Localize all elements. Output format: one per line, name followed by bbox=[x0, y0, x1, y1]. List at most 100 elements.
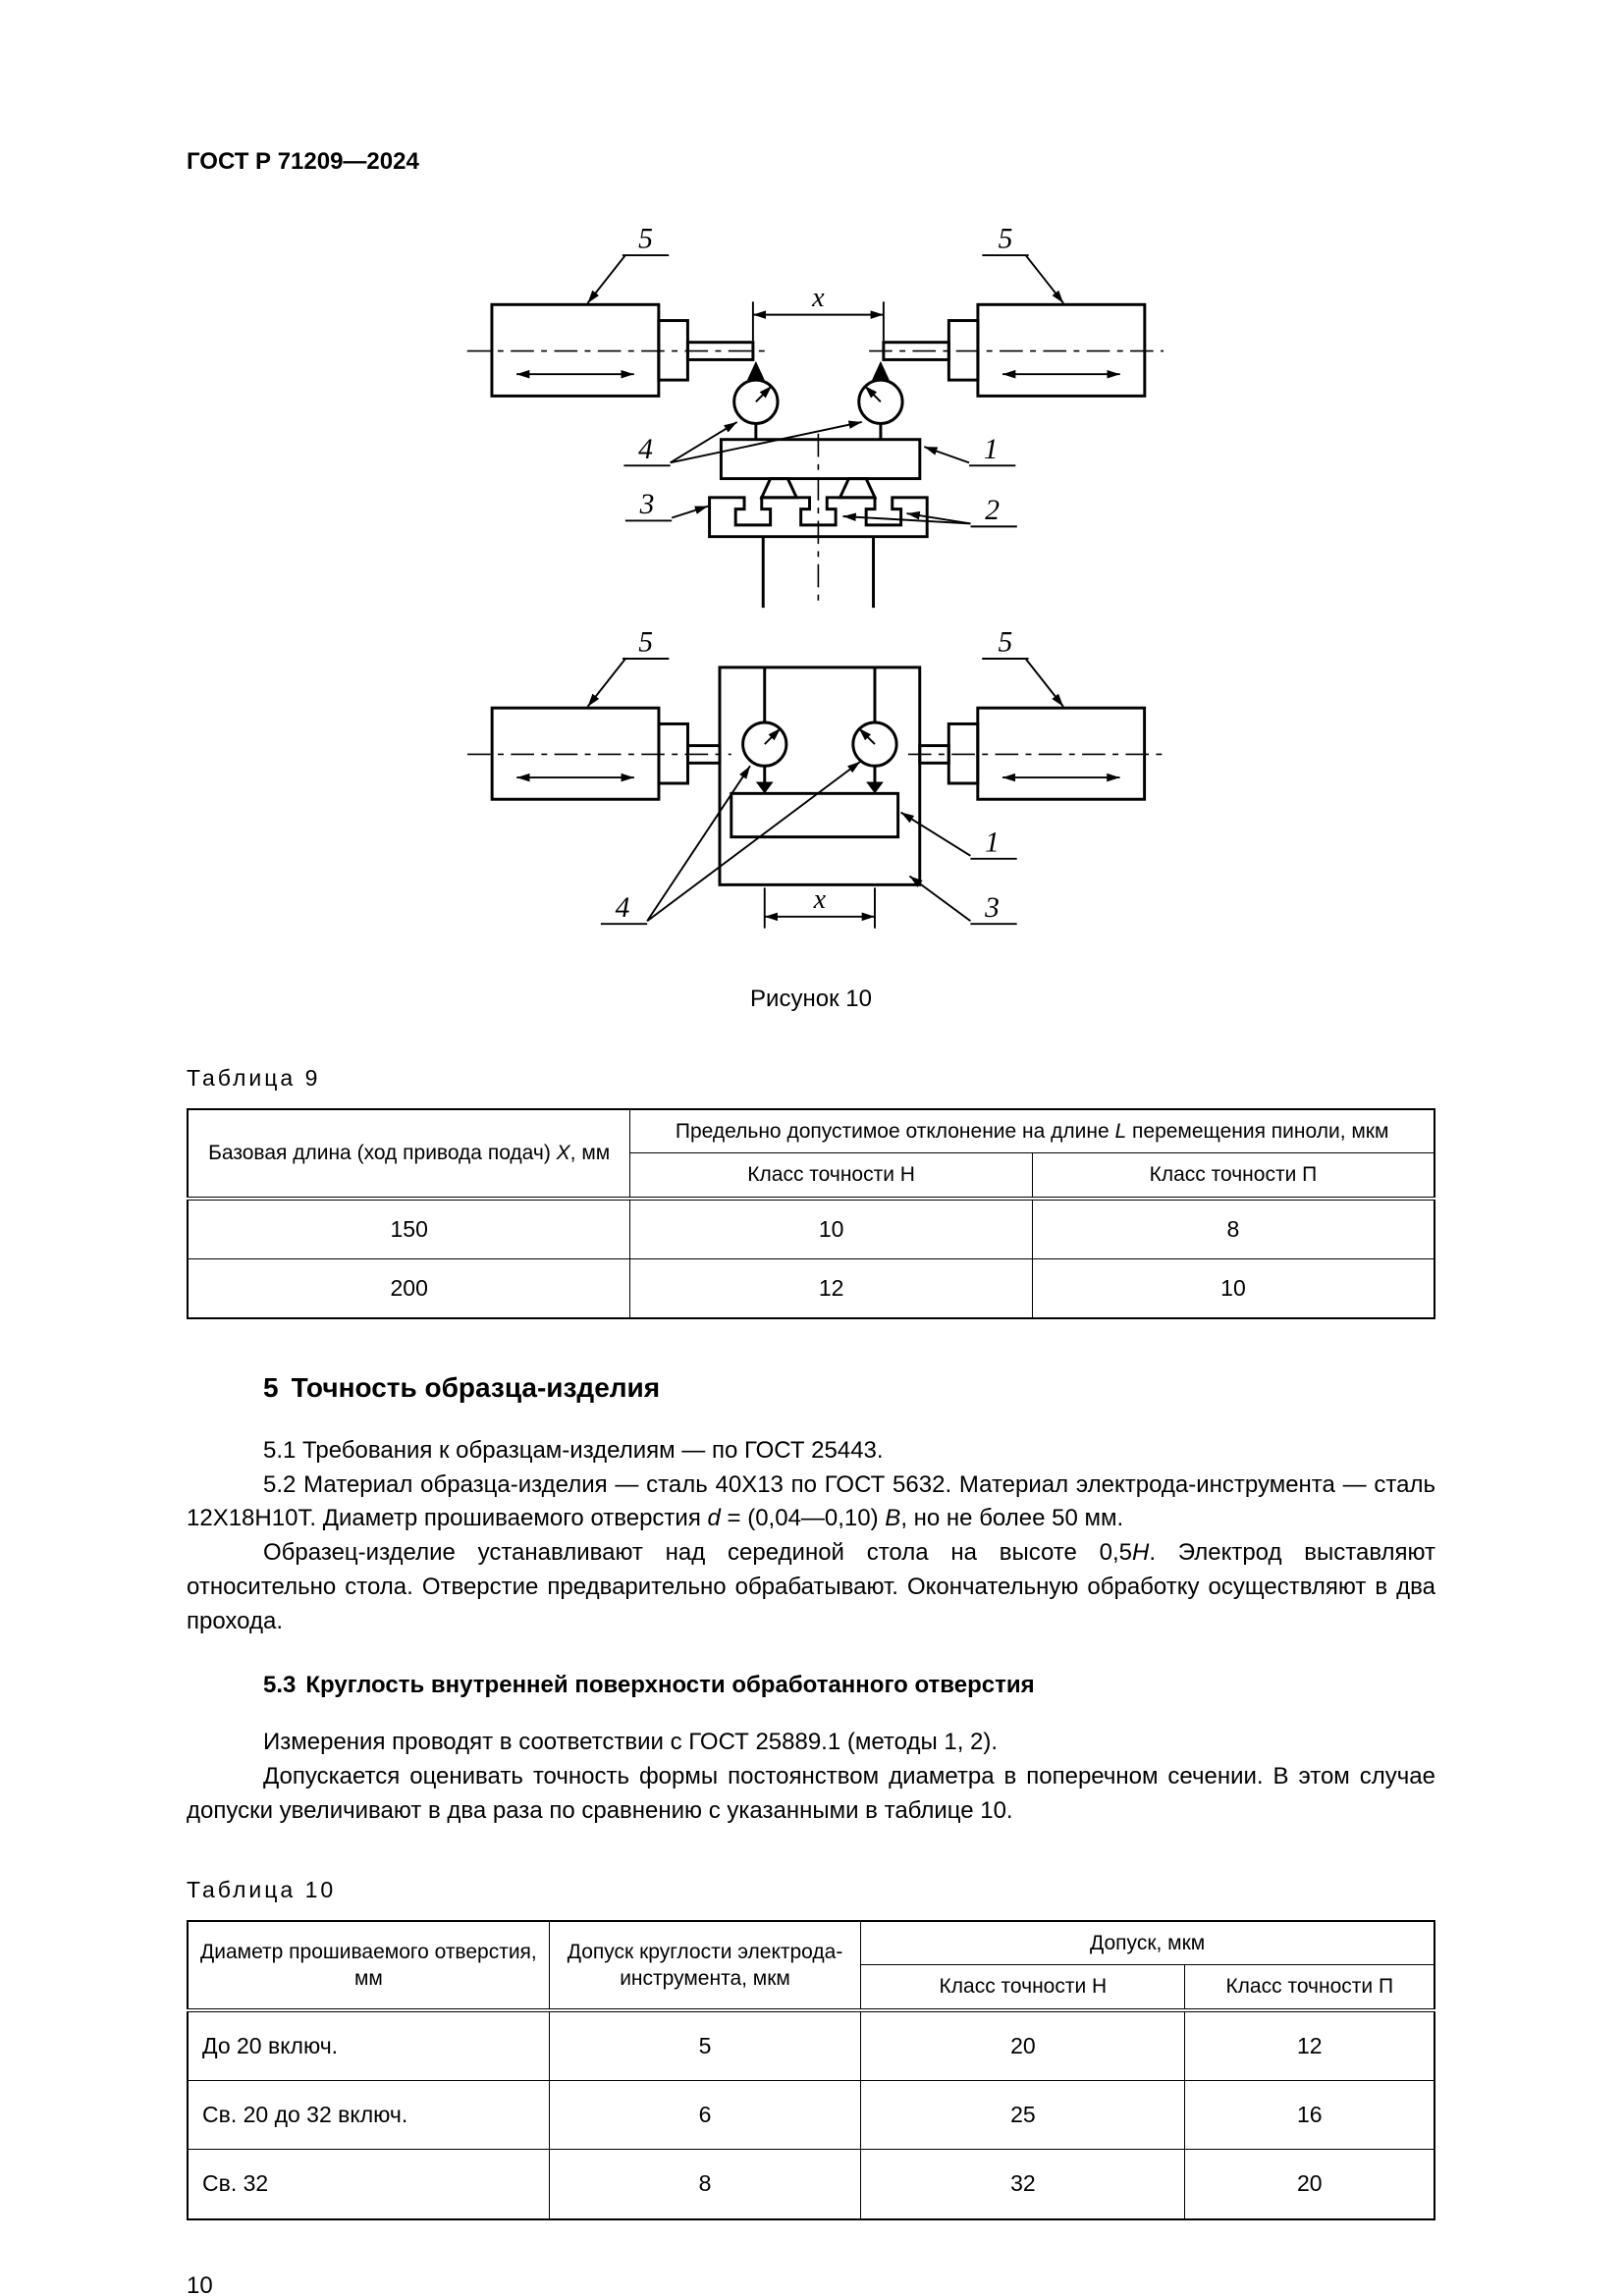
table10-subheader-H: Класс точности Н bbox=[860, 1964, 1186, 2012]
table-cell: 16 bbox=[1184, 2080, 1435, 2151]
table-cell: 8 bbox=[548, 2149, 862, 2220]
section-5-heading: 5 Точность образца-изделия bbox=[187, 1368, 1435, 1409]
label-1-text: 1 bbox=[984, 434, 999, 465]
paragraph-text: = (0,04—0,10) bbox=[720, 1505, 886, 1532]
position-label-4: 4 bbox=[623, 420, 862, 467]
paragraph-text: . Электрод выставляют относительно стола… bbox=[187, 1539, 1435, 1634]
position-label-1: 1 bbox=[923, 434, 1016, 467]
table-cell: 8 bbox=[1031, 1198, 1435, 1259]
section-title: Точность образца-изделия bbox=[291, 1372, 661, 1404]
column bbox=[761, 433, 876, 608]
table10-header-row-2: Класс точности Н Класс точности П bbox=[188, 1964, 1435, 2012]
table10-header-row-1: Диаметр прошиваемого отверстия, мм Допус… bbox=[187, 1920, 1435, 2012]
paragraph-text: Образец-изделие устанавливают над середи… bbox=[263, 1539, 1132, 1567]
label-2-text: 2 bbox=[985, 495, 1000, 526]
table-cell: 200 bbox=[187, 1257, 631, 1319]
table10-subheader-P: Класс точности П bbox=[1184, 1964, 1435, 2012]
label-4-text: 4 bbox=[638, 434, 653, 465]
table-cell: 32 bbox=[860, 2149, 1186, 2220]
table9-label: Таблица 9 bbox=[187, 1064, 321, 1091]
variable-X: X bbox=[556, 1142, 570, 1165]
label-5-text: 5 bbox=[638, 628, 653, 659]
paragraph-5-2: 5.2 Материал образца-изделия — сталь 40Х… bbox=[187, 1468, 1435, 1537]
header-text: Базовая длина (ход привода подач) bbox=[208, 1142, 557, 1165]
table-cell: 25 bbox=[860, 2080, 1186, 2151]
table-row: 150 10 8 bbox=[187, 1198, 1435, 1259]
dial-indicator-left bbox=[741, 667, 788, 794]
workpiece-bar bbox=[719, 438, 922, 480]
page-number: 10 bbox=[187, 2271, 213, 2296]
dial-indicator-left bbox=[732, 360, 780, 440]
table-cell: 12 bbox=[629, 1257, 1033, 1319]
dimension-x-top: x bbox=[751, 283, 885, 342]
position-label-5-right: 5 bbox=[982, 225, 1064, 304]
table9-header-row-1: Базовая длина (ход привода подач) X, мм … bbox=[187, 1108, 1435, 1201]
table9-subheader-H: Класс точности Н bbox=[629, 1152, 1033, 1201]
paragraph-5-3-2: Допускается оценивать точность формы пос… bbox=[187, 1763, 1435, 1824]
left-spindle bbox=[466, 302, 768, 398]
position-label-3: 3 bbox=[624, 489, 709, 522]
figure-10: 5 5 x bbox=[187, 225, 1435, 1017]
table-cell: Св. 32 bbox=[187, 2149, 550, 2220]
table-cell: 12 bbox=[1184, 2009, 1435, 2082]
header-text: , мм bbox=[569, 1142, 611, 1165]
variable-B: В bbox=[885, 1505, 901, 1532]
workpiece-bar bbox=[730, 791, 900, 838]
table9-header-row-2: Класс точности Н Класс точности П bbox=[188, 1152, 1435, 1201]
header-text: перемещения пиноли, мкм bbox=[1126, 1119, 1389, 1143]
table10-col1-header: Диаметр прошиваемого отверстия, мм bbox=[187, 1920, 550, 2012]
label-5-text: 5 bbox=[999, 225, 1013, 255]
table-cell: 10 bbox=[1031, 1257, 1435, 1319]
dial-indicator-right bbox=[857, 360, 904, 440]
dimension-x-label: x bbox=[811, 283, 825, 313]
table9-subheader-P: Класс точности П bbox=[1031, 1152, 1435, 1201]
table-cell: 10 bbox=[629, 1198, 1033, 1259]
variable-H: H bbox=[1132, 1539, 1150, 1567]
dial-indicator-right bbox=[851, 667, 898, 794]
label-5-text: 5 bbox=[638, 225, 653, 255]
table-row: Св. 20 до 32 включ. 6 25 16 bbox=[187, 2080, 1435, 2151]
position-label-1: 1 bbox=[900, 811, 1017, 860]
header-text: Предельно допустимое отклонение на длине bbox=[675, 1119, 1115, 1143]
figure-caption: Рисунок 10 bbox=[750, 985, 872, 1012]
table10-col2-header: Допуск круглости электрода-инструмента, … bbox=[548, 1920, 862, 2012]
table-cell: 5 bbox=[548, 2009, 862, 2082]
table-cell: До 20 включ. bbox=[187, 2009, 550, 2082]
machine-table bbox=[708, 496, 929, 538]
table10-span-header: Допуск, мкм bbox=[860, 1920, 1435, 1966]
label-1-text: 1 bbox=[985, 827, 1000, 858]
document-header: ГОСТ Р 71209—2024 bbox=[187, 148, 419, 175]
right-spindle bbox=[869, 302, 1164, 398]
label-3-text: 3 bbox=[639, 489, 655, 520]
variable-L: L bbox=[1114, 1119, 1127, 1143]
table10-label: Таблица 10 bbox=[187, 1876, 337, 1902]
table-cell: 20 bbox=[860, 2009, 1186, 2082]
position-label-5-left: 5 bbox=[586, 225, 670, 304]
variable-d: d bbox=[707, 1505, 721, 1532]
section-number: 5.3 bbox=[263, 1671, 297, 1698]
paragraph-text: , но не более 50 мм. bbox=[900, 1505, 1124, 1532]
dimension-x-bottom: x bbox=[763, 884, 876, 929]
position-label-5-right: 5 bbox=[982, 628, 1064, 708]
dimension-x-label: x bbox=[813, 884, 827, 915]
table-cell: 20 bbox=[1184, 2149, 1435, 2220]
table-cell: 6 bbox=[548, 2080, 862, 2151]
section-title: Круглость внутренней поверхности обработ… bbox=[305, 1671, 1035, 1698]
paragraph-text: 5.2 Материал образца-изделия — сталь 40Х… bbox=[187, 1470, 1435, 1532]
table-9: Базовая длина (ход привода подач) X, мм … bbox=[187, 1107, 1435, 1320]
paragraph-5-1: 5.1 Требования к образцам-изделиям — по … bbox=[263, 1436, 884, 1464]
section-5-3-heading: 5.3 Круглость внутренней поверхности обра… bbox=[187, 1669, 1435, 1703]
fixture-frame bbox=[718, 666, 922, 886]
table-row: До 20 включ. 5 20 12 bbox=[187, 2009, 1435, 2082]
label-5-text: 5 bbox=[998, 628, 1012, 659]
position-label-3: 3 bbox=[908, 875, 1017, 925]
left-spindle bbox=[467, 706, 731, 801]
clamp-right bbox=[838, 476, 878, 500]
figure-10-bottom-diagram: 5 5 bbox=[467, 628, 1164, 929]
position-label-2: 2 bbox=[842, 495, 1017, 528]
label-4-text: 4 bbox=[616, 892, 630, 924]
label-3-text: 3 bbox=[984, 892, 1000, 924]
section-number: 5 bbox=[263, 1372, 279, 1404]
table-row: 200 12 10 bbox=[187, 1257, 1435, 1319]
